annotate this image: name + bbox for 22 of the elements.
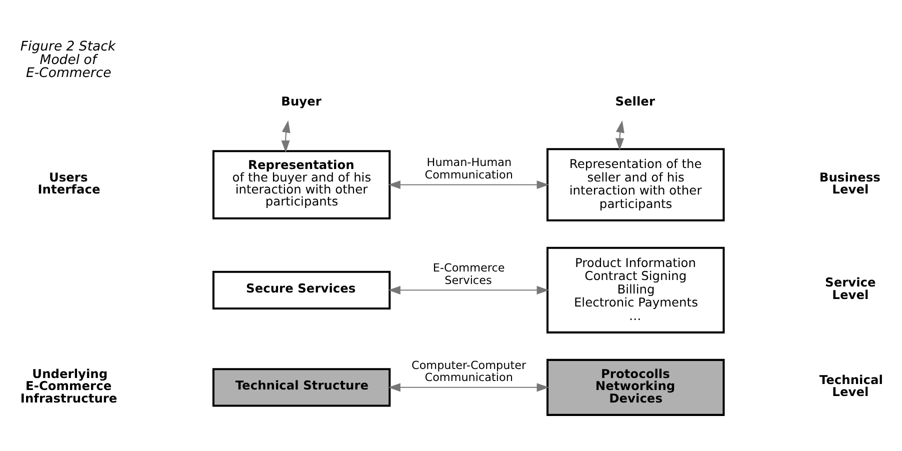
node-text: Buyer	[281, 94, 322, 108]
arrow	[615, 120, 624, 150]
node-box: Product Information Contract Signing Billing Electronic Payments …	[546, 246, 725, 333]
node-box: Representation of the seller and of his interaction with other participants	[546, 148, 725, 221]
edge-label: E-Commerce Services	[432, 261, 505, 286]
arrow	[281, 120, 290, 152]
diagram-title: Figure 2 Stack Model of E-Commerce	[20, 39, 116, 81]
arrow	[388, 382, 550, 392]
node-box: Secure Services	[212, 270, 391, 310]
node-box: Technical Structure	[212, 368, 391, 406]
node-text: Seller	[615, 94, 656, 108]
edge-label: Computer-Computer Communication	[412, 358, 526, 384]
label: Underlying E-Commerce Infrastructure	[20, 366, 118, 405]
label: Business Level	[819, 170, 880, 196]
label: Technical Level	[819, 372, 883, 399]
node-box: Protocolls Networking Devices	[546, 358, 725, 416]
edge-label: Human-Human Communication	[424, 156, 513, 181]
label: Users Interface	[38, 170, 100, 196]
arrow	[388, 285, 550, 294]
arrow	[388, 180, 550, 189]
node-box: Representation of the buyer and of his interaction with other participants	[212, 150, 391, 219]
label: Service Level	[825, 275, 876, 302]
